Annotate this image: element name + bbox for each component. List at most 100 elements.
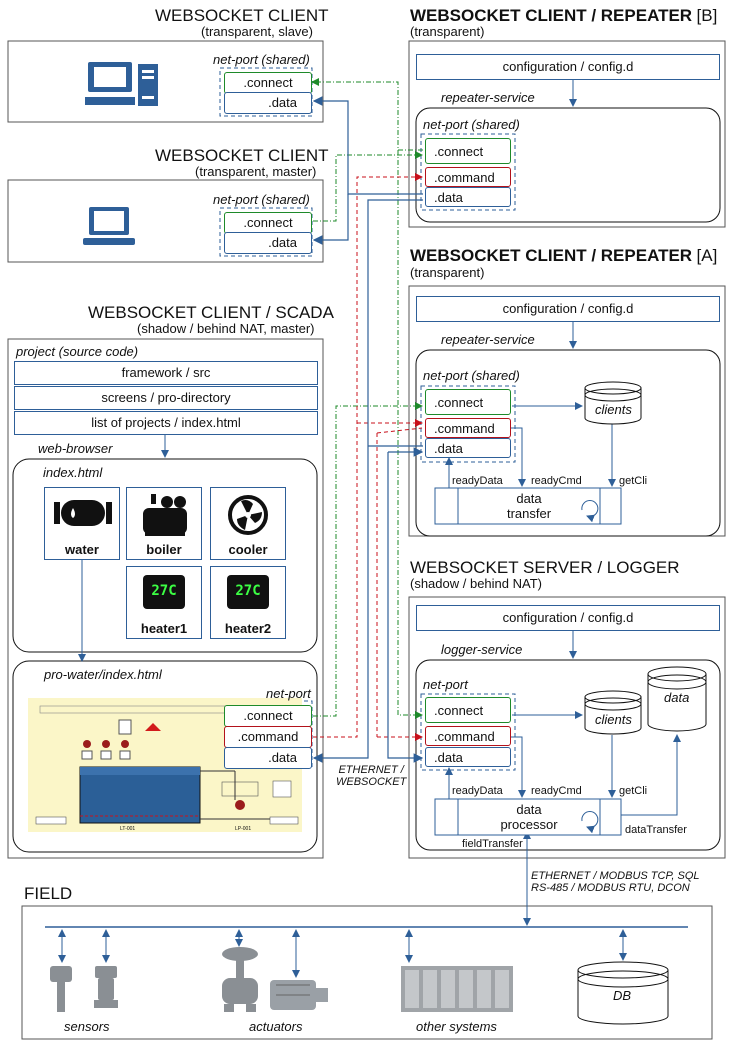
prowater-label: pro-water/index.html [44, 667, 162, 682]
repeater-b-netport: net-port (shared) [423, 117, 520, 132]
boiler-tile[interactable]: boiler [126, 487, 202, 560]
modbus-line2: RS-485 / MODBUS RTU, DCON [531, 882, 690, 894]
logger-netport: net-port [423, 677, 468, 692]
sensor-icon [50, 966, 118, 1012]
data-transfer-arrow-label: dataTransfer [625, 824, 687, 836]
repeater-b-connect-port[interactable]: .connect [425, 138, 511, 164]
repeater-a-getcli: getCli [619, 475, 648, 487]
master-subtitle: (transparent, master) [195, 164, 317, 179]
scada-data-label: .data [268, 750, 297, 765]
repeater-a-clients-label: clients [595, 402, 632, 417]
cooler-caption: cooler [228, 542, 268, 557]
logger-data-db-label: data [664, 690, 690, 705]
logger-connect-port[interactable]: .connect [425, 697, 511, 723]
logger-subtitle: (shadow / behind NAT) [410, 576, 542, 591]
motor-icon [270, 980, 328, 1010]
scada-data-port[interactable]: .data [224, 747, 312, 769]
boiler-icon [143, 494, 187, 536]
scada-netport-label: net-port [266, 686, 311, 701]
projects-list-row: list of projects / index.html [14, 411, 318, 435]
repeater-a-title: WEBSOCKET CLIENT / REPEATER [410, 246, 693, 265]
logger-service: logger-service [441, 642, 523, 657]
field-transfer-label: fieldTransfer [462, 838, 523, 850]
logger-config: configuration / config.d [416, 605, 720, 631]
pump-tag: LP-001 [235, 826, 252, 832]
proc-a-line2: transfer [506, 506, 552, 521]
heater2-caption: heater2 [224, 621, 272, 636]
repeater-a-connect-port[interactable]: .connect [425, 389, 511, 415]
thermostat-icon: 27C [143, 575, 185, 609]
data-transfer-block [434, 487, 622, 525]
logger-getcli: getCli [619, 785, 648, 797]
slave-netport-label: net-port (shared) [213, 52, 310, 67]
boiler-caption: boiler [146, 542, 182, 557]
repeater-a-readycmd: readyCmd [531, 475, 582, 487]
field-db-label: DB [613, 988, 632, 1003]
logger-title: WEBSOCKET SERVER / LOGGER [410, 558, 680, 577]
repeater-a-service: repeater-service [441, 332, 535, 347]
water-caption: water [65, 542, 99, 557]
ethernet-line2: WEBSOCKET [336, 776, 407, 788]
scada-title: WEBSOCKET CLIENT / SCADA [88, 303, 334, 322]
slave-connect-port[interactable]: .connect [224, 72, 312, 94]
repeater-a-command-port[interactable]: .command [425, 418, 511, 438]
cooler-tile[interactable]: cooler [210, 487, 286, 560]
heater2-tile[interactable]: 27C heater2 [210, 566, 286, 639]
logger-readycmd: readyCmd [531, 785, 582, 797]
desktop-computer-icon [85, 62, 158, 106]
sensors-label: sensors [64, 1019, 110, 1034]
web-browser-label: web-browser [38, 441, 113, 456]
data-db-logger [647, 666, 707, 732]
repeater-b-title: WEBSOCKET CLIENT / REPEATER [410, 6, 693, 25]
slave-data-label: .data [268, 95, 297, 110]
fan-icon [228, 495, 268, 535]
water-tile[interactable]: water [44, 487, 120, 560]
ethernet-line1: ETHERNET / [338, 764, 404, 776]
clients-db-a [584, 381, 642, 425]
proc-a-line1: data [516, 491, 542, 506]
scada-command-port[interactable]: .command [224, 726, 312, 748]
heater1-tile[interactable]: 27C heater1 [126, 566, 202, 639]
slave-title: WEBSOCKET CLIENT [155, 6, 329, 25]
master-connect-port[interactable]: .connect [224, 212, 312, 234]
tank-tag: LT-001 [120, 826, 136, 832]
repeater-a-data-port[interactable]: .data [425, 438, 511, 458]
laptop-icon [83, 207, 135, 245]
master-data-label: .data [268, 235, 297, 250]
valve-icon [222, 947, 258, 1012]
repeater-a-heading: WEBSOCKET CLIENT / REPEATER [A] [410, 246, 717, 266]
repeater-a-tag: [A] [696, 246, 718, 265]
master-netport-label: net-port (shared) [213, 192, 310, 207]
repeater-b-subtitle: (transparent) [410, 24, 485, 39]
proc-l-line1: data [516, 802, 542, 817]
slave-data-port[interactable]: .data [224, 92, 312, 114]
slave-subtitle: (transparent, slave) [201, 24, 313, 39]
clients-db-logger [584, 690, 642, 735]
repeater-b-heading: WEBSOCKET CLIENT / REPEATER [B] [410, 6, 717, 26]
repeater-a-netport: net-port (shared) [423, 368, 520, 383]
ethernet-websocket-label: ETHERNET /WEBSOCKET [336, 764, 406, 788]
modbus-line1: ETHERNET / MODBUS TCP, SQL [531, 870, 700, 882]
repeater-b-service: repeater-service [441, 90, 535, 105]
repeater-b-command-port[interactable]: .command [425, 167, 511, 187]
water-tank-icon [54, 500, 112, 526]
field-db-icon [577, 961, 669, 1025]
thermostat-reading: 27C [151, 583, 177, 599]
repeater-a-subtitle: (transparent) [410, 265, 485, 280]
actuators-label: actuators [249, 1019, 303, 1034]
master-title: WEBSOCKET CLIENT [155, 146, 329, 165]
screens-row: screens / pro-directory [14, 386, 318, 410]
scada-subtitle: (shadow / behind NAT, master) [137, 321, 315, 336]
proc-l-line2: processor [500, 817, 558, 832]
master-data-port[interactable]: .data [224, 232, 312, 254]
logger-data-port[interactable]: .data [425, 747, 511, 767]
plc-rack-icon [401, 966, 513, 1012]
framework-row: framework / src [14, 361, 318, 385]
repeater-b-data-port[interactable]: .data [425, 187, 511, 207]
scada-connect-port[interactable]: .connect [224, 705, 312, 727]
logger-command-port[interactable]: .command [425, 726, 511, 746]
heater1-caption: heater1 [140, 621, 188, 636]
